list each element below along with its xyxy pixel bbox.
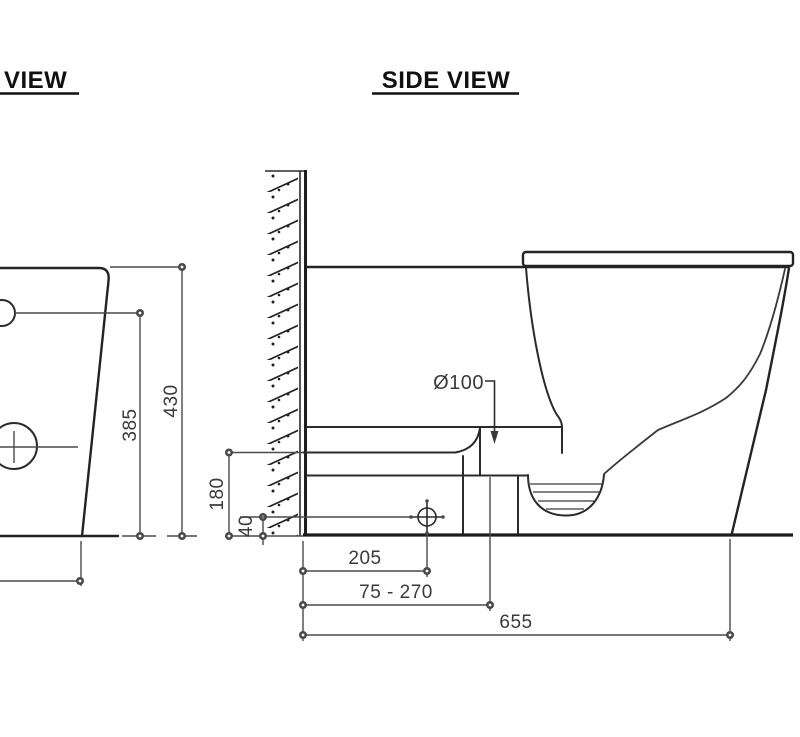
dim-385-label: 385 [120, 408, 141, 441]
title-left-view: VIEW [0, 67, 79, 95]
dim-430-label: 430 [161, 384, 182, 417]
diameter-leader-arrowhead [490, 431, 499, 444]
dim-655-label: 655 [499, 612, 532, 633]
sump-outline [527, 474, 605, 517]
outlet-circle [0, 422, 38, 470]
left-view-dimensions: 385 430 [0, 263, 197, 586]
diameter-leader-line [485, 380, 496, 433]
wall-hatch [265, 171, 298, 536]
title-side-view: SIDE VIEW [372, 67, 519, 95]
dim-75-270-label: 75 - 270 [359, 582, 433, 603]
dim-40-label: 40 [236, 515, 257, 537]
dim-diameter-label: Ø100 [433, 372, 484, 394]
bowl-back-s-curve [603, 268, 786, 475]
toilet-back-outer-line [730, 266, 791, 535]
dim-180-label: 180 [207, 477, 228, 510]
wall-section [265, 170, 307, 536]
side-view-title-text: SIDE VIEW [382, 67, 511, 94]
side-view-dimensions: 180 40 Ø100 205 [207, 372, 734, 641]
bowl-front-inner-curve [525, 267, 563, 454]
fixture-outline [0, 266, 110, 538]
left-partial-fixture [0, 266, 120, 538]
seat-lid [521, 250, 795, 268]
outlet-pipework [302, 426, 563, 535]
water-lines [530, 483, 602, 510]
toilet-side-profile [302, 250, 795, 537]
dim-205-label: 205 [348, 548, 381, 569]
left-view-title-text: VIEW [4, 67, 67, 94]
